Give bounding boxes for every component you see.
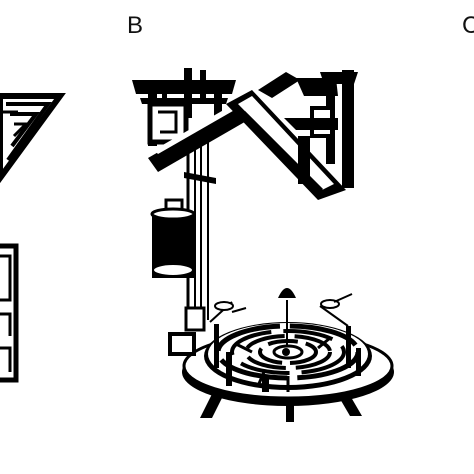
panel-label-b: B: [127, 12, 144, 39]
rectangular-maze: [0, 243, 19, 383]
triangle-maze: [0, 93, 66, 184]
overhead-gantry: [132, 68, 358, 200]
cue-lamps: [209, 293, 353, 327]
circular-maze-table: [168, 288, 394, 422]
panel-label-c: C: [462, 12, 474, 39]
hanging-camera-lamp: [150, 198, 196, 278]
